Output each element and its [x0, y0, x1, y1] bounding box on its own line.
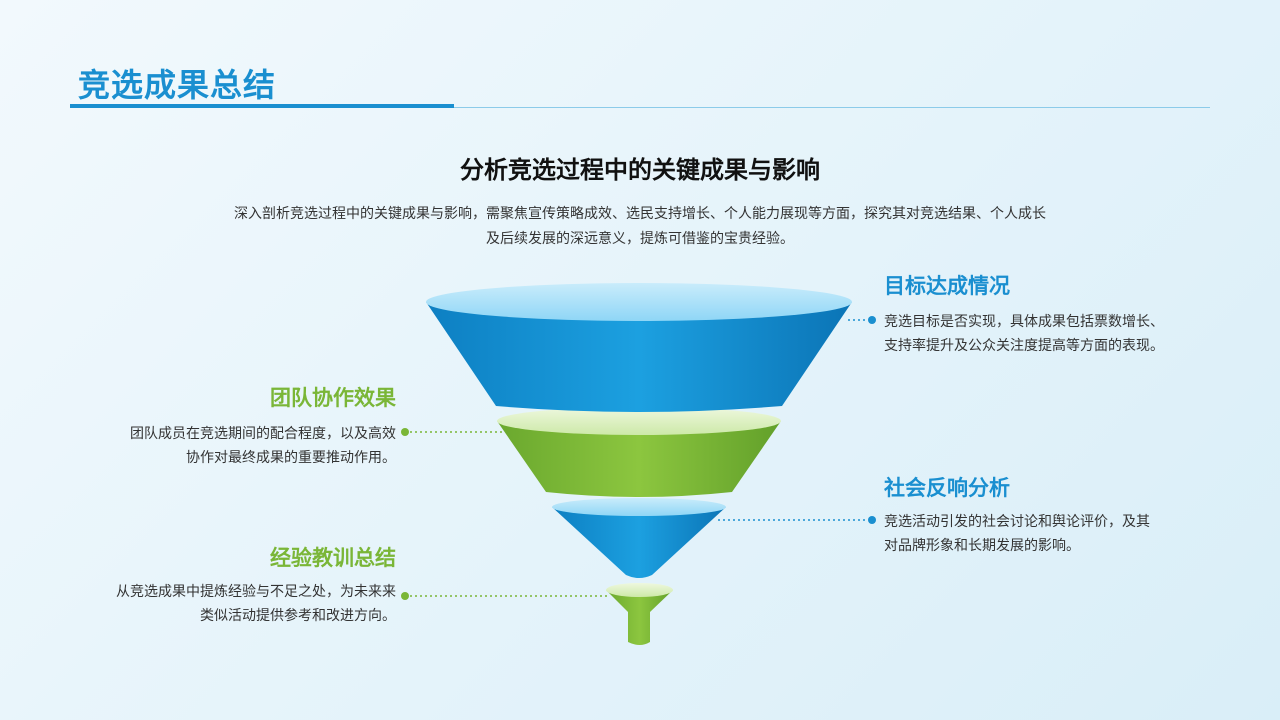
- section-subtitle: 分析竞选过程中的关键成果与影响: [460, 156, 820, 184]
- goal-description: 竞选目标是否实现，具体成果包括票数增长、 支持率提升及公众关注度提高等方面的表现…: [884, 310, 1224, 358]
- lesson-desc-line-1: 从竞选成果中提炼经验与不足之处，为未来来: [116, 584, 396, 600]
- title-underline: [70, 104, 454, 108]
- social-heading: 社会反响分析: [884, 476, 1010, 500]
- goal-desc-line-1: 竞选目标是否实现，具体成果包括票数增长、: [884, 314, 1164, 330]
- lesson-description: 从竞选成果中提炼经验与不足之处，为未来来 类似活动提供参考和改进方向。: [80, 580, 396, 628]
- team-desc-line-2: 协作对最终成果的重要推动作用。: [186, 450, 396, 466]
- social-desc-line-2: 对品牌形象和长期发展的影响。: [884, 538, 1080, 554]
- connector-social: [718, 516, 876, 524]
- goal-desc-line-2: 支持率提升及公众关注度提高等方面的表现。: [884, 338, 1164, 354]
- team-description: 团队成员在竞选期间的配合程度，以及高效 协作对最终成果的重要推动作用。: [80, 422, 396, 470]
- connector-goal: [848, 316, 876, 324]
- intro-paragraph: 深入剖析竞选过程中的关键成果与影响，需聚焦宣传策略成效、选民支持增长、个人能力展…: [170, 202, 1110, 252]
- goal-heading: 目标达成情况: [884, 274, 1010, 298]
- social-description: 竞选活动引发的社会讨论和舆论评价，及其 对品牌形象和长期发展的影响。: [884, 510, 1204, 558]
- lesson-heading: 经验教训总结: [270, 546, 396, 570]
- lesson-desc-line-2: 类似活动提供参考和改进方向。: [200, 608, 396, 624]
- connector-lesson: [401, 592, 608, 600]
- team-heading: 团队协作效果: [270, 386, 396, 410]
- intro-line-2: 及后续发展的深远意义，提炼可借鉴的宝贵经验。: [486, 231, 794, 247]
- social-desc-line-1: 竞选活动引发的社会讨论和舆论评价，及其: [884, 514, 1150, 530]
- page-title: 竞选成果总结: [78, 66, 277, 104]
- funnel-layer-3: [552, 498, 726, 578]
- title-divider-line: [454, 107, 1210, 108]
- funnel-layer-2: [497, 407, 781, 497]
- funnel-layer-1: [426, 283, 852, 412]
- team-desc-line-1: 团队成员在竞选期间的配合程度，以及高效: [130, 426, 396, 442]
- intro-line-1: 深入剖析竞选过程中的关键成果与影响，需聚焦宣传策略成效、选民支持增长、个人能力展…: [234, 206, 1046, 222]
- funnel-layer-4: [606, 583, 673, 645]
- connector-team: [401, 428, 505, 436]
